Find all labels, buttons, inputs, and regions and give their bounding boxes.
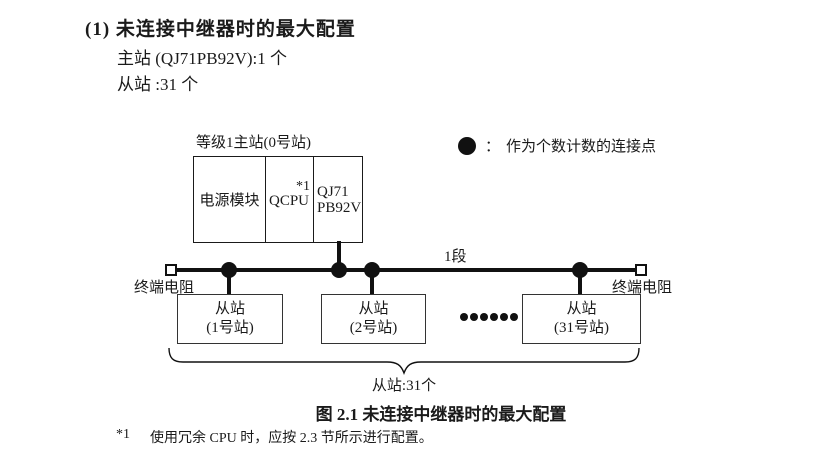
power-module-label: 电源模块 [199,193,260,209]
slave-count-line: 从站 :31 个 [117,75,199,94]
footnote-marker: *1 [116,427,130,442]
master-count-line: 主站 (QJ71PB92V):1 个 [117,49,288,68]
terminating-resistor-left-icon [165,264,177,276]
ellipsis-dots [460,313,518,321]
slave-station-31-box: 从站 (31号站) [522,294,641,344]
footnote-reference: *1 [296,179,310,194]
connection-dot-slave2 [364,262,380,278]
figure-caption: 图 2.1 未连接中继器时的最大配置 [315,405,567,424]
slave1-drop-line [227,270,231,294]
slave2-drop-line [370,270,374,294]
master-station-box: 电源模块 *1 QCPU QJ71 PB92V [193,156,363,243]
section-title: (1) 未连接中继器时的最大配置 [85,19,356,40]
terminating-resistor-left-label: 终端电阻 [134,280,195,296]
ellipsis-dot [500,313,508,321]
connection-dot-slave31 [572,262,588,278]
connection-point-icon [458,136,476,155]
qj71pb92v-label: QJ71 PB92V [317,184,362,216]
ellipsis-dot [460,313,468,321]
qcpu-cell: *1 QCPU [266,157,314,242]
qcpu-label: QCPU [269,193,310,209]
bus-line [177,268,637,272]
connection-dot-slave1 [221,262,237,278]
ellipsis-dot [470,313,478,321]
legend-separator: ： [485,139,501,155]
underbrace [168,347,640,375]
slave31-drop-line [578,270,582,295]
segment-label: 1段 [444,249,467,265]
terminating-resistor-right-icon [635,264,647,276]
ellipsis-dot [510,313,518,321]
power-module-cell: 电源模块 [194,157,266,242]
legend-label: 作为个数计数的连接点 [506,139,657,155]
ellipsis-dot [490,313,498,321]
qj71pb92v-cell: QJ71 PB92V [314,157,361,242]
slave-station-2-box: 从站 (2号站) [321,294,426,344]
footnote-text: 使用冗余 CPU 时，应按 2.3 节所示进行配置。 [150,431,433,446]
ellipsis-dot [480,313,488,321]
connection-dot-master [331,262,347,278]
master-station-label: 等级1主站(0号站) [196,135,311,151]
brace-label: 从站:31个 [371,378,437,394]
terminating-resistor-right-label: 终端电阻 [612,280,673,296]
legend: ： 作为个数计数的连接点 [458,135,656,156]
master-drop-line [337,241,341,270]
slave-station-1-box: 从站 (1号站) [177,294,283,344]
